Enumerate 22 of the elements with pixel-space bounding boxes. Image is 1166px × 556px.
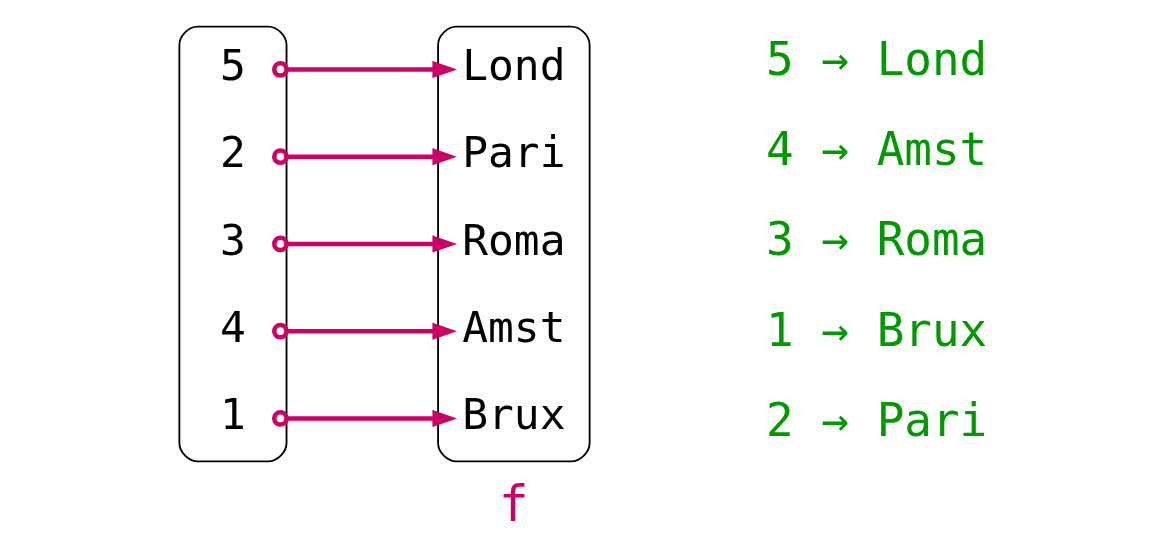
node-text: 1 <box>219 389 246 440</box>
label: f <box>498 476 529 534</box>
label: 4 → Amst <box>765 122 987 177</box>
node-text: Roma <box>461 214 565 265</box>
node-text: Pari <box>461 127 565 178</box>
node-text: 5 <box>219 39 246 90</box>
arrow <box>271 60 457 79</box>
arrow <box>271 235 457 253</box>
node-text: 3 <box>219 214 246 265</box>
cluster <box>436 25 591 463</box>
node-text: Lond <box>461 39 565 90</box>
label: 3 → Roma <box>765 212 987 267</box>
arrow <box>271 148 457 166</box>
arrow <box>271 409 457 428</box>
node-text: 2 <box>219 127 246 178</box>
label: 1 → Brux <box>765 302 987 357</box>
label: 5 → Lond <box>765 31 987 86</box>
node-text: Brux <box>461 389 565 440</box>
node-text: Amst <box>461 301 565 352</box>
arrow <box>271 322 457 340</box>
label: 2 → Pari <box>765 393 987 448</box>
node-text: 4 <box>219 301 246 352</box>
